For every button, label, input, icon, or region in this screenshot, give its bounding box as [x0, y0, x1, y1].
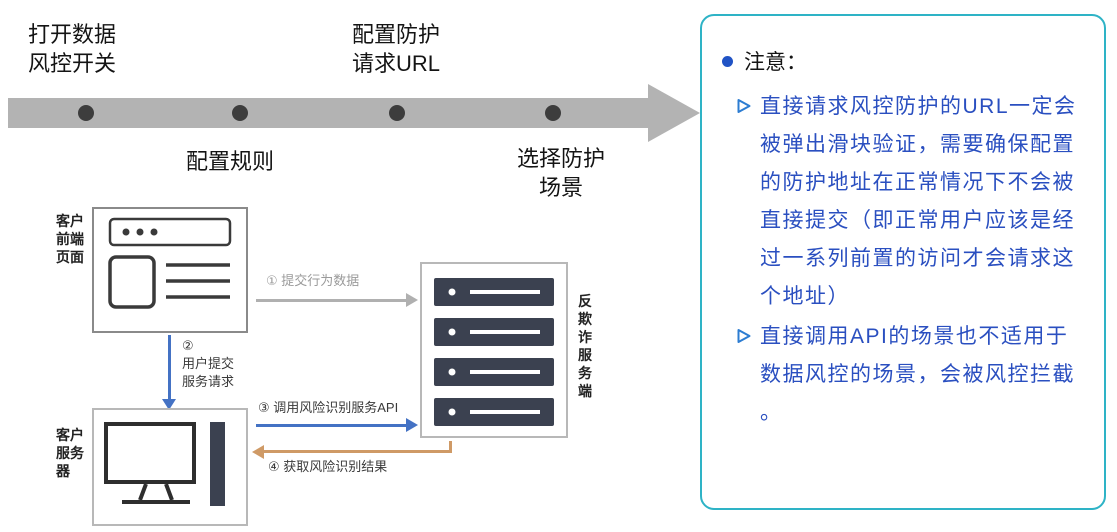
- customer-frontend-node: [92, 207, 248, 333]
- edge-4-line: [264, 450, 452, 453]
- note-panel: 注意： 直接请求风控防护的URL一定会被弹出滑块验证，需要确保配置的防护地址在正…: [700, 14, 1106, 510]
- edge-1-arrowhead-icon: [406, 293, 418, 307]
- edge-2-arrowhead-icon: [162, 399, 176, 410]
- edge-2-label: ② 用户提交 服务请求: [182, 338, 235, 389]
- timeline-dot-3: [389, 105, 405, 121]
- timeline-step-3-label: 配置防护 请求URL: [351, 22, 440, 76]
- edge-2-line: [168, 335, 171, 401]
- antifraud-server-node: [420, 262, 568, 438]
- customer-frontend-label: 客户 前端 页面: [56, 213, 84, 265]
- browser-window-icon: [94, 209, 246, 331]
- arrowhead-marker-icon: [736, 88, 760, 316]
- timeline-step-2-label: 配置规则: [186, 149, 275, 174]
- edge-4-connector: [449, 441, 452, 452]
- arrowhead-marker-icon: [736, 318, 760, 432]
- customer-server-label: 客户 服务 器: [56, 427, 84, 479]
- bullet-circle-icon: [722, 55, 733, 67]
- edge-4-arrowhead-icon: [252, 445, 264, 459]
- note-item-text: 直接请求风控防护的URL一定会被弹出滑块验证，需要确保配置的防护地址在正常情况下…: [760, 95, 1077, 308]
- desktop-computer-icon: [94, 410, 246, 524]
- timeline-arrow-head-icon: [648, 84, 700, 142]
- timeline-dot-2: [232, 105, 248, 121]
- edge-3-line: [256, 424, 408, 427]
- timeline-step-1-label: 打开数据 风控开关: [28, 22, 117, 76]
- edge-1-line: [256, 299, 408, 302]
- edge-1-label: ① 提交行为数据: [266, 273, 360, 288]
- note-item: 直接请求风控防护的URL一定会被弹出滑块验证，需要确保配置的防护地址在正常情况下…: [736, 88, 1086, 316]
- customer-server-node: [92, 408, 248, 526]
- timeline-dot-4: [545, 105, 561, 121]
- antifraud-server-label: 反 欺 诈 服 务 端: [578, 293, 592, 399]
- note-item: 直接调用API的场景也不适用于数据风控的场景，会被风控拦截 。: [736, 318, 1086, 432]
- edge-3-label: ③ 调用风险识别服务API: [258, 400, 399, 415]
- note-title: 注意：: [744, 51, 807, 74]
- timeline-step-4-label: 选择防护 场景: [516, 146, 605, 200]
- timeline-dot-1: [78, 105, 94, 121]
- edge-4-label: ④ 获取风险识别结果: [268, 459, 388, 474]
- server-rack-icon: [422, 264, 566, 436]
- note-title-row: 注意：: [722, 46, 1086, 76]
- timeline-arrow-bar: [8, 98, 648, 128]
- note-item-text: 直接调用API的场景也不适用于数据风控的场景，会被风控拦截 。: [760, 325, 1075, 424]
- edge-3-arrowhead-icon: [406, 418, 418, 432]
